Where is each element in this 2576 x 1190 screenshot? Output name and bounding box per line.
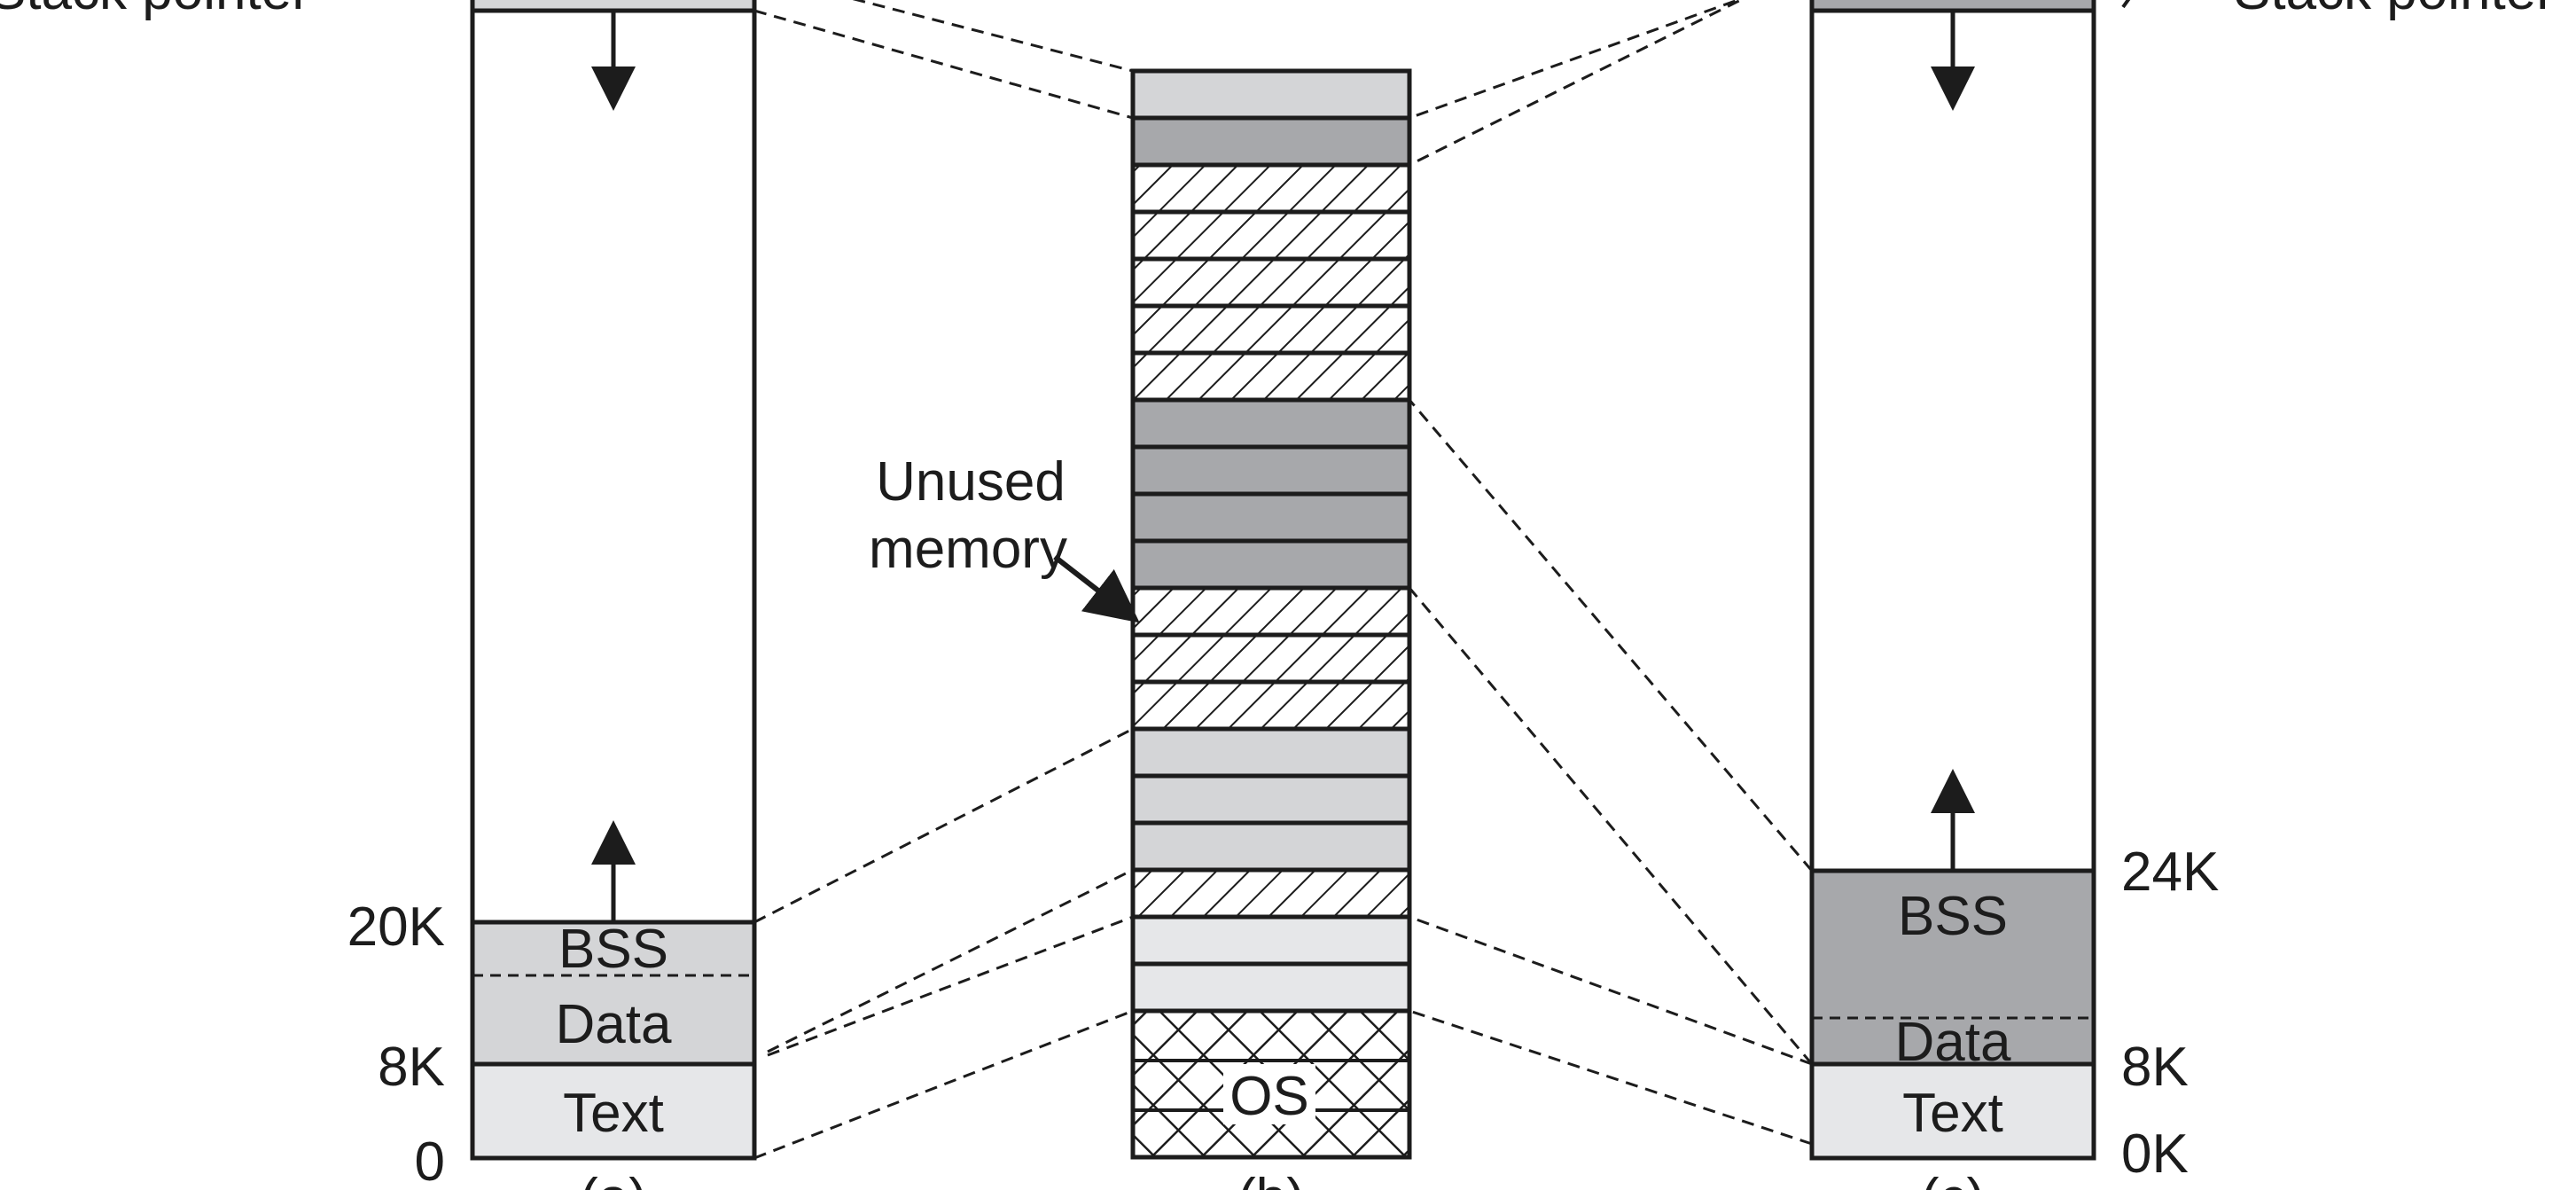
physical-memory-column: OS Unused memory (b) <box>869 68 1412 1190</box>
right-caption: (c) <box>1921 1168 1985 1190</box>
mapping-line <box>1409 1009 1813 1146</box>
mapping-line <box>852 0 1134 73</box>
memory-block <box>1130 491 1412 544</box>
memory-block <box>1130 115 1412 168</box>
mapping-line <box>753 727 1134 924</box>
mapping-line <box>753 1009 1134 1160</box>
unused-block <box>1130 632 1412 685</box>
memory-block <box>1130 68 1412 121</box>
unused-block <box>1130 256 1412 309</box>
right-tick-0k: 0K <box>2121 1123 2189 1185</box>
right-bss-data-segment <box>1809 868 2096 1067</box>
right-stack-pointer-label: Stack pointer <box>2234 0 2555 21</box>
left-bss-data-segment <box>470 920 757 1067</box>
mapping-line <box>1409 915 1813 1066</box>
right-text-label: Text <box>1902 1083 2003 1144</box>
left-free-space <box>470 8 757 925</box>
left-tick-0: 0 <box>415 1131 445 1190</box>
unused-block <box>1130 209 1412 262</box>
mapping-line <box>1408 587 1814 1065</box>
unused-block <box>1130 162 1412 215</box>
left-bss-label: BSS <box>558 919 668 980</box>
left-data-label: Data <box>556 994 672 1055</box>
memory-block <box>1130 961 1412 1014</box>
mapping-line <box>1409 0 1745 167</box>
unused-block <box>1130 585 1412 638</box>
right-tick-8k: 8K <box>2121 1037 2189 1098</box>
mapping-line <box>1408 399 1814 872</box>
right-process-column: BSS Data Text 24K 8K 0K Stack pointer (c… <box>1809 0 2555 1190</box>
memory-block <box>1130 726 1412 779</box>
memory-block <box>1130 538 1412 591</box>
unused-block <box>1130 350 1412 403</box>
left-tick-20k: 20K <box>347 896 445 958</box>
memory-block <box>1130 773 1412 826</box>
unused-memory-label-line2: memory <box>869 519 1067 580</box>
right-free-space <box>1809 8 2096 873</box>
mapping-line <box>767 915 1134 1057</box>
unused-block <box>1130 867 1412 920</box>
right-stack-pointer-arrow <box>2121 0 2131 9</box>
memory-block <box>1130 444 1412 497</box>
right-bss-label: BSS <box>1898 886 2008 947</box>
mapping-line <box>753 9 1134 120</box>
right-tick-24k: 24K <box>2121 842 2219 903</box>
mapping-line <box>1409 0 1742 120</box>
unused-block <box>1130 303 1412 356</box>
left-stack-pointer-label: Stack pointer <box>0 0 310 21</box>
left-text-segment <box>470 1061 757 1161</box>
middle-caption: (b) <box>1237 1168 1305 1190</box>
os-label-background <box>1223 1064 1315 1124</box>
left-caption: (a) <box>580 1168 647 1190</box>
os-label: OS <box>1229 1066 1309 1127</box>
right-text-segment <box>1809 1061 2096 1161</box>
right-data-label: Data <box>1895 1012 2011 1073</box>
memory-block <box>1130 820 1412 873</box>
left-process-column: BSS Data Text 20K 8K 0 Stack pointer (a) <box>0 0 757 1190</box>
left-tick-8k: 8K <box>378 1037 445 1098</box>
unused-block <box>1130 679 1412 732</box>
memory-block <box>1130 397 1412 450</box>
unused-memory-pointer-arrow <box>1053 554 1140 623</box>
unused-memory-label-line1: Unused <box>876 451 1066 513</box>
mapping-line <box>767 868 1134 1053</box>
mapping-lines <box>753 0 1814 1160</box>
memory-block <box>1130 914 1412 967</box>
left-text-label: Text <box>563 1083 664 1144</box>
